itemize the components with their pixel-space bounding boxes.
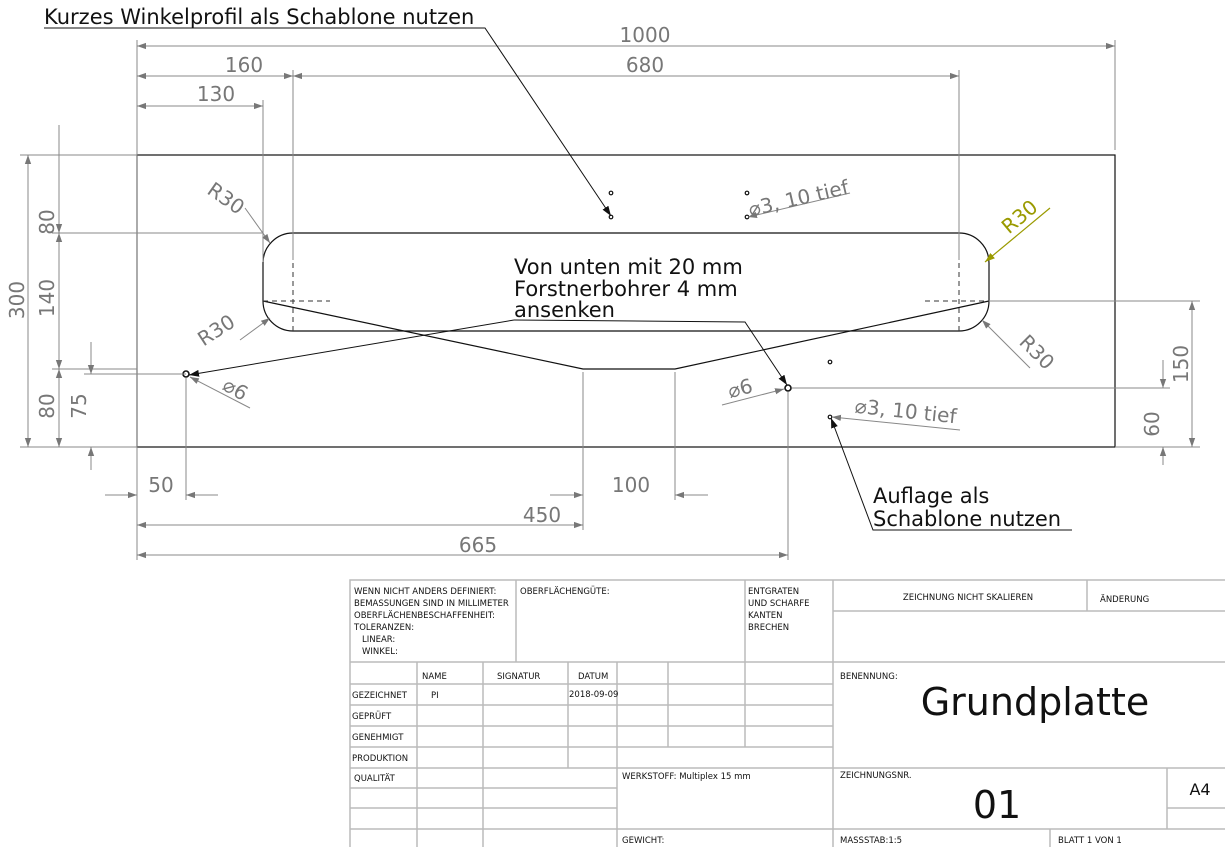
- col-signature: SIGNATUR: [497, 672, 540, 682]
- paper-size: A4: [1189, 780, 1210, 799]
- drawn-date: 2018-09-09: [569, 690, 618, 700]
- general-note-1: WENN NICHT ANDERS DEFINIERT:: [354, 587, 496, 597]
- note-countersink-1: Von unten mit 20 mm: [514, 255, 743, 279]
- dim-1000: 1000: [620, 23, 671, 47]
- general-note-6: WINKEL:: [362, 647, 398, 657]
- edges-line-3: KANTEN: [748, 611, 783, 621]
- col-name: NAME: [422, 672, 447, 682]
- change-label: ÄNDERUNG: [1100, 594, 1149, 605]
- dim-100: 100: [612, 473, 650, 497]
- edges-line-4: BRECHEN: [748, 623, 789, 633]
- dim-75: 75: [67, 393, 91, 418]
- hole-callout-left: ⌀6: [219, 372, 252, 405]
- general-note-4: TOLERANZEN:: [353, 623, 414, 633]
- sheet-label: BLATT 1 VON 1: [1058, 836, 1122, 846]
- general-note-5: LINEAR:: [362, 635, 395, 645]
- hole-callout-right: ⌀6: [725, 373, 755, 403]
- dim-140: 140: [35, 279, 59, 317]
- note-support-2: Schablone nutzen: [873, 507, 1061, 531]
- material: WERKSTOFF: Multiplex 15 mm: [622, 772, 751, 782]
- general-note-3: OBERFLÄCHENBESCHAFFENHEIT:: [354, 610, 495, 621]
- row-production: PRODUKTION: [352, 754, 408, 764]
- note-countersink-3: ansenken: [514, 298, 615, 322]
- radius-bottom-left: R30: [193, 309, 239, 351]
- col-date: DATUM: [578, 672, 608, 682]
- note-template-angle: Kurzes Winkelprofil als Schablone nutzen: [44, 5, 474, 29]
- radius-bottom-right: R30: [1015, 330, 1060, 375]
- note-support-1: Auflage als: [873, 484, 989, 508]
- centre-lines: [263, 263, 989, 331]
- dimension-lines: [20, 40, 1200, 560]
- hole-right-d6: [784, 384, 792, 392]
- weight-label: GEWICHT:: [622, 836, 664, 846]
- hole-callout-bottom: ⌀3, 10 tief: [854, 394, 959, 429]
- hole-mid: [827, 359, 833, 365]
- dim-160: 160: [225, 53, 263, 77]
- row-approved: GENEHMIGT: [352, 733, 404, 743]
- surface-label: OBERFLÄCHENGÜTE:: [520, 586, 610, 597]
- dim-80-bottom: 80: [35, 393, 59, 418]
- row-drawn: GEZEICHNET: [352, 691, 408, 701]
- row-quality: QUALITÄT: [354, 773, 396, 784]
- hole-top-3: [744, 190, 750, 196]
- drawing-title: Grundplatte: [921, 680, 1150, 724]
- hole-callout-top: ⌀3, 10 tief: [746, 175, 852, 222]
- dim-50: 50: [148, 473, 173, 497]
- dim-60: 60: [1140, 411, 1164, 436]
- note-countersink-2: Forstnerbohrer 4 mm: [514, 277, 738, 301]
- note-leaders: [44, 27, 1072, 531]
- dim-665: 665: [459, 533, 497, 557]
- drawing-number: 01: [973, 783, 1021, 827]
- notes: Kurzes Winkelprofil als Schablone nutzen…: [44, 5, 1061, 531]
- edges-line-1: ENTGRATEN: [748, 587, 799, 597]
- drawn-name: PI: [431, 691, 439, 701]
- hole-low: [827, 414, 833, 420]
- drawing-no-label: ZEICHNUNGSNR.: [840, 771, 912, 781]
- radius-top-right: R30: [997, 195, 1043, 239]
- radius-top-left: R30: [203, 177, 249, 219]
- dim-450: 450: [523, 503, 561, 527]
- row-checked: GEPRÜFT: [352, 711, 392, 722]
- dim-80-top: 80: [35, 209, 59, 234]
- no-scale-label: ZEICHNUNG NICHT SKALIEREN: [903, 593, 1033, 603]
- hole-top-1: [608, 190, 614, 196]
- title-label: BENENNUNG:: [840, 672, 898, 682]
- dim-150: 150: [1169, 345, 1193, 383]
- general-note-2: BEMASSUNGEN SIND IN MILLIMETER: [354, 599, 509, 609]
- dim-680: 680: [626, 53, 664, 77]
- support-outline: [262, 300, 990, 370]
- edges-line-2: UND SCHARFE: [748, 599, 810, 609]
- dim-300: 300: [5, 281, 29, 319]
- dim-130: 130: [197, 82, 235, 106]
- scale-label: MASSSTAB:1:5: [840, 836, 902, 846]
- radius-leader-highlight: [984, 207, 1051, 263]
- title-block: WENN NICHT ANDERS DEFINIERT: BEMASSUNGEN…: [349, 579, 1225, 847]
